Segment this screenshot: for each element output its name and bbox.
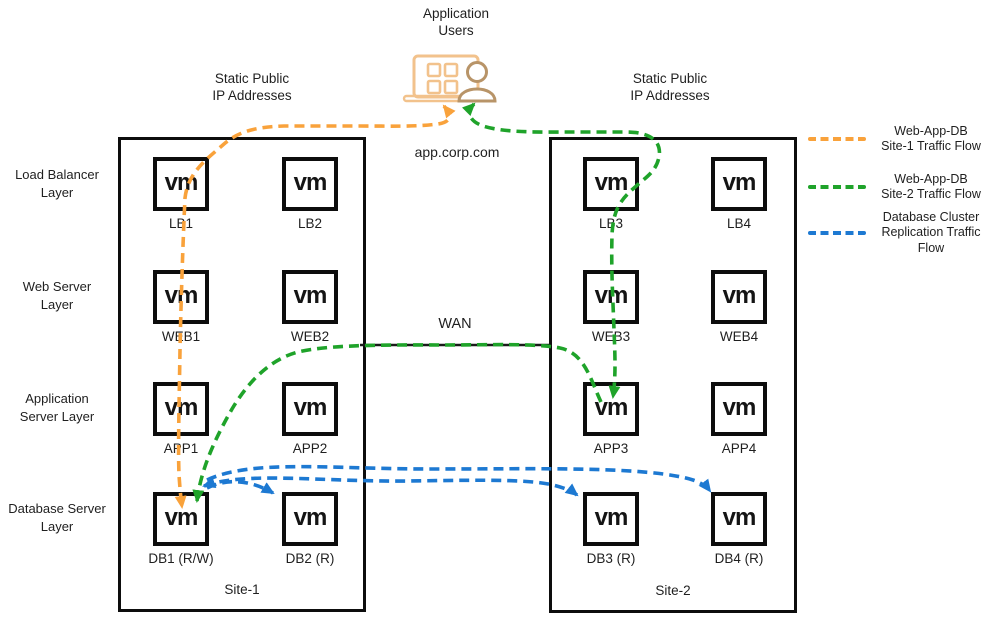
node-label-app4: APP4 [721,441,757,456]
node-label-db2: DB2 (R) [285,551,335,566]
site2-name: Site-2 [655,583,691,598]
application-users-title: Application Users [422,6,490,38]
vm-icon-label: vm [164,168,199,196]
legend-item-site1-flow: Web-App-DB Site-1 Traffic Flow [808,122,989,156]
node-label-web4: WEB4 [719,329,759,344]
vm-icon: vm [711,157,767,211]
vm-icon-label: vm [594,393,629,421]
vm-icon-label: vm [594,168,629,196]
vm-node-lb4: vm LB4 [689,157,789,231]
vm-node-web1: vm WEB1 [131,270,231,344]
vm-node-lb3: vm LB3 [561,157,661,231]
vm-node-app3: vm APP3 [561,382,661,456]
vm-icon: vm [583,157,639,211]
laptop-icon [412,54,480,99]
legend-dash-orange [808,137,866,141]
vm-icon: vm [711,382,767,436]
wan-label: WAN [438,316,472,332]
node-label-db3: DB3 (R) [586,551,636,566]
vm-icon: vm [153,382,209,436]
legend-label-site2-flow: Web-App-DB Site-2 Traffic Flow [881,171,981,202]
vm-node-db2: vm DB2 (R) [260,492,360,566]
vm-icon: vm [282,157,338,211]
legend-item-site2-flow: Web-App-DB Site-2 Traffic Flow [808,170,989,204]
node-label-app2: APP2 [292,441,328,456]
layer-label-load-balancer: Load Balancer Layer [15,167,99,200]
vm-node-app4: vm APP4 [689,382,789,456]
vm-icon-label: vm [722,393,757,421]
node-label-web3: WEB3 [591,329,631,344]
vm-icon: vm [711,492,767,546]
vm-icon-label: vm [293,168,328,196]
layer-label-database-server: Database Server Layer [8,501,106,534]
vm-icon: vm [153,492,209,546]
legend-dash-green [808,185,866,189]
vm-icon-label: vm [722,168,757,196]
node-label-app1: APP1 [163,441,199,456]
vm-icon: vm [583,270,639,324]
vm-icon-label: vm [293,503,328,531]
layer-label-web-server: Web Server Layer [22,279,92,312]
node-label-web1: WEB1 [161,329,201,344]
vm-node-web2: vm WEB2 [260,270,360,344]
vm-icon-label: vm [164,503,199,531]
vm-icon: vm [282,382,338,436]
vm-icon-label: vm [293,281,328,309]
vm-icon-label: vm [293,393,328,421]
vm-icon: vm [583,492,639,546]
vm-icon-label: vm [164,281,199,309]
vm-node-db1: vm DB1 (R/W) [131,492,231,566]
vm-icon-label: vm [722,503,757,531]
vm-node-app2: vm APP2 [260,382,360,456]
layer-label-application-server: Application Server Layer [19,391,95,424]
person-icon [457,87,497,103]
vm-node-lb2: vm LB2 [260,157,360,231]
node-label-web2: WEB2 [290,329,330,344]
static-ip-label-right: Static Public IP Addresses [630,71,710,103]
vm-node-lb1: vm LB1 [131,157,231,231]
vm-icon: vm [153,157,209,211]
vm-icon: vm [711,270,767,324]
vm-icon: vm [153,270,209,324]
vm-icon: vm [282,492,338,546]
vm-icon: vm [583,382,639,436]
domain-label: app.corp.com [414,144,500,160]
node-label-db1: DB1 (R/W) [148,551,214,566]
node-label-lb3: LB3 [598,216,624,231]
vm-icon-label: vm [594,281,629,309]
static-ip-label-left: Static Public IP Addresses [212,71,292,103]
node-label-lb1: LB1 [168,216,194,231]
vm-icon-label: vm [164,393,199,421]
vm-node-db4: vm DB4 (R) [689,492,789,566]
vm-node-web3: vm WEB3 [561,270,661,344]
vm-node-db3: vm DB3 (R) [561,492,661,566]
node-label-db4: DB4 (R) [714,551,764,566]
vm-icon-label: vm [722,281,757,309]
node-label-app3: APP3 [593,441,629,456]
legend-label-replication-flow: Database Cluster Replication Traffic Flo… [881,209,981,255]
node-label-lb4: LB4 [726,216,752,231]
legend-item-replication-flow: Database Cluster Replication Traffic Flo… [808,208,989,258]
vm-icon: vm [282,270,338,324]
vm-node-app1: vm APP1 [131,382,231,456]
node-label-lb2: LB2 [297,216,323,231]
application-users-icon [402,54,497,103]
vm-node-web4: vm WEB4 [689,270,789,344]
legend-label-site1-flow: Web-App-DB Site-1 Traffic Flow [881,123,981,154]
legend-dash-blue [808,231,866,235]
vm-icon-label: vm [594,503,629,531]
site1-name: Site-1 [224,582,260,597]
